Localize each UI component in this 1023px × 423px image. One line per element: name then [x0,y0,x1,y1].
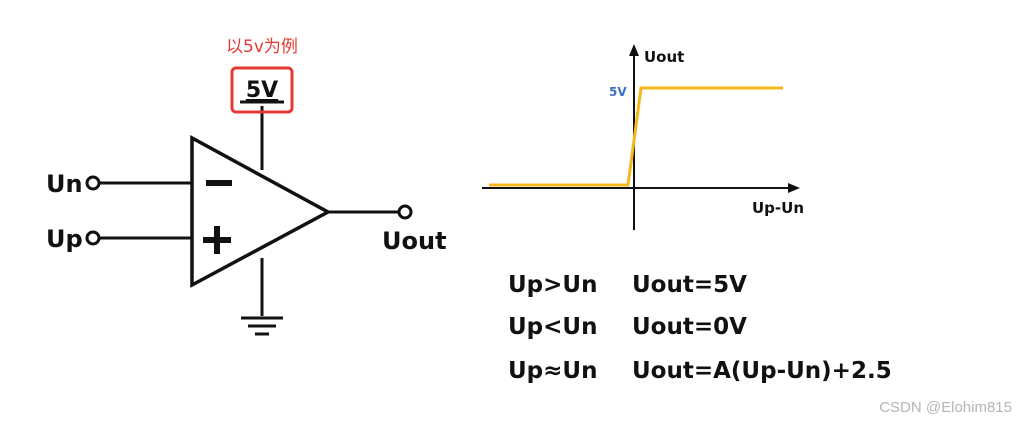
equation-2-condition: Up<Un [508,314,597,340]
equation-3-result: Uout=A(Up-Un)+2.5 [632,358,892,384]
equations: Up>Un Uout=5V Up<Un Uout=0V Up≈Un Uout=A… [508,272,892,384]
equation-2-result: Uout=0V [632,314,747,340]
equation-1-condition: Up>Un [508,272,597,298]
y-axis-arrow [629,44,639,56]
x-axis-arrow [788,183,800,193]
output-label: Uout [382,227,447,255]
supply-label: 5V [246,78,278,103]
output-terminal [397,204,413,220]
equation-1-result: Uout=5V [632,272,747,298]
equation-3-condition: Up≈Un [508,358,597,384]
input-n-label: Un [46,170,83,198]
y-axis-label: Uout [644,48,684,66]
transfer-graph [482,44,800,230]
minus-sign [206,180,232,186]
x-axis-label: Up-Un [752,199,804,217]
watermark: CSDN @Elohim815 [879,399,1012,416]
opamp-triangle [190,135,332,288]
input-n-terminal [85,175,101,191]
input-p-terminal [85,230,101,246]
opamp-circuit [85,106,413,336]
transfer-curve [489,86,783,187]
output-level-label: 5V [609,85,627,99]
supply-highlight-box [230,66,294,114]
example-note: 以5v为例 [226,37,298,57]
input-p-label: Up [46,225,83,253]
plus-sign-v [214,226,220,254]
